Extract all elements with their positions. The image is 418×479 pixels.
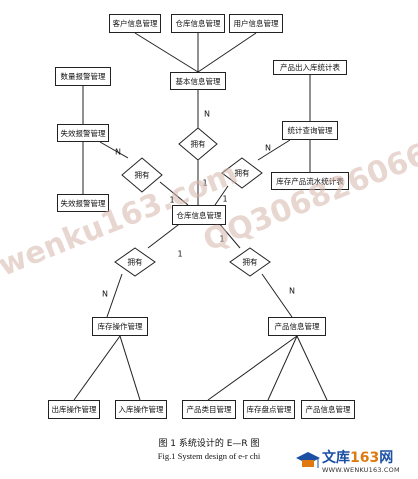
line-expiry-hasleft: [99, 141, 129, 159]
line-product-category: [207, 335, 298, 401]
entity-inbound-mgmt: 入库操作管理: [115, 400, 167, 419]
cardinality-n-top: N: [204, 109, 210, 119]
cardinality-n-br: N: [289, 286, 295, 296]
cardinality-one-br: 1: [219, 234, 225, 244]
relation-has-right-label: 拥有: [234, 168, 250, 178]
relation-has-bottom-left-label: 拥有: [127, 257, 143, 267]
entity-expiry-alarm-mgmt-2: 失效报警管理: [57, 194, 109, 212]
figure-caption-en: Fig.1 System design of e-r chi: [157, 451, 261, 461]
logo-brand: 文库163网: [322, 447, 393, 467]
cardinality-one-bl: 1: [177, 249, 183, 259]
logo-brand-number: 163: [350, 450, 380, 466]
diamond-has-right: [221, 157, 263, 189]
logo-brand-cn: 文库: [322, 450, 350, 466]
entity-basic-info-mgmt: 基本信息管理: [170, 72, 226, 90]
cardinality-one-left: 1: [169, 195, 175, 205]
cardinality-n-left: N: [115, 147, 121, 157]
relation-has-bottom-right-label: 拥有: [242, 257, 258, 267]
entity-stock-check-mgmt: 库存盘点管理: [243, 400, 295, 419]
diamond-has-top: [178, 127, 218, 161]
logo-url: WWW.WENKU163.COM: [322, 466, 400, 474]
cardinality-one-top: 1: [202, 178, 208, 188]
entity-warehouse-info-mgmt-center: 仓库信息管理: [172, 205, 226, 225]
line-product-info2: [296, 335, 328, 401]
entity-product-category-mgmt: 产品类目管理: [182, 400, 236, 419]
line-center-hasbr: [217, 221, 241, 249]
cardinality-n-right: N: [265, 143, 271, 153]
diamond-has-left: [121, 157, 163, 193]
logo-brand-suffix: 网: [379, 450, 394, 466]
line-stock-out: [73, 335, 121, 401]
line-stock-in: [119, 335, 141, 401]
logo-graduate-cap-icon: [296, 452, 320, 468]
relation-has-left-label: 拥有: [134, 170, 150, 180]
figure-caption-cn: 图 1 系统设计的 E—R 图: [158, 439, 260, 449]
line-center-hasbl: [147, 221, 183, 249]
entity-outbound-mgmt: 出库操作管理: [48, 400, 100, 419]
entity-product-io-stats: 产品出入库统计表: [273, 60, 347, 75]
line-stats-hasright: [257, 139, 291, 161]
line-customer-basic: [134, 32, 199, 73]
line-hasright-center: [214, 185, 229, 206]
entity-quantity-alarm-mgmt: 数量报警管理: [55, 67, 111, 86]
cardinality-n-bl: N: [102, 289, 108, 299]
entity-stock-flow-stats: 库存产品流水统计表: [271, 172, 349, 190]
entity-stock-operation-mgmt: 库存操作管理: [92, 317, 148, 336]
entity-warehouse-info-mgmt: 仓库信息管理: [171, 14, 225, 33]
entity-user-info-mgmt: 用户信息管理: [229, 14, 283, 33]
line-user-basic: [197, 32, 257, 73]
line-hasbl-stock: [106, 273, 123, 318]
line-hasleft-center: [159, 181, 189, 206]
diamond-has-bottom-right: [229, 247, 271, 277]
entity-customer-info-mgmt: 客户信息管理: [109, 14, 161, 33]
entity-expiry-alarm-mgmt: 失效报警管理: [57, 124, 109, 142]
line-product-check: [267, 335, 298, 401]
entity-product-info-mgmt: 产品信息管理: [268, 317, 326, 336]
relation-has-top-label: 拥有: [190, 139, 206, 149]
entity-product-info-mgmt-2: 产品信息管理: [301, 400, 355, 419]
cardinality-one-right: 1: [222, 194, 228, 204]
line-hasbr-product: [261, 273, 293, 318]
entity-stats-query-mgmt: 统计查询管理: [282, 121, 338, 140]
diamond-has-bottom-left: [114, 247, 156, 277]
